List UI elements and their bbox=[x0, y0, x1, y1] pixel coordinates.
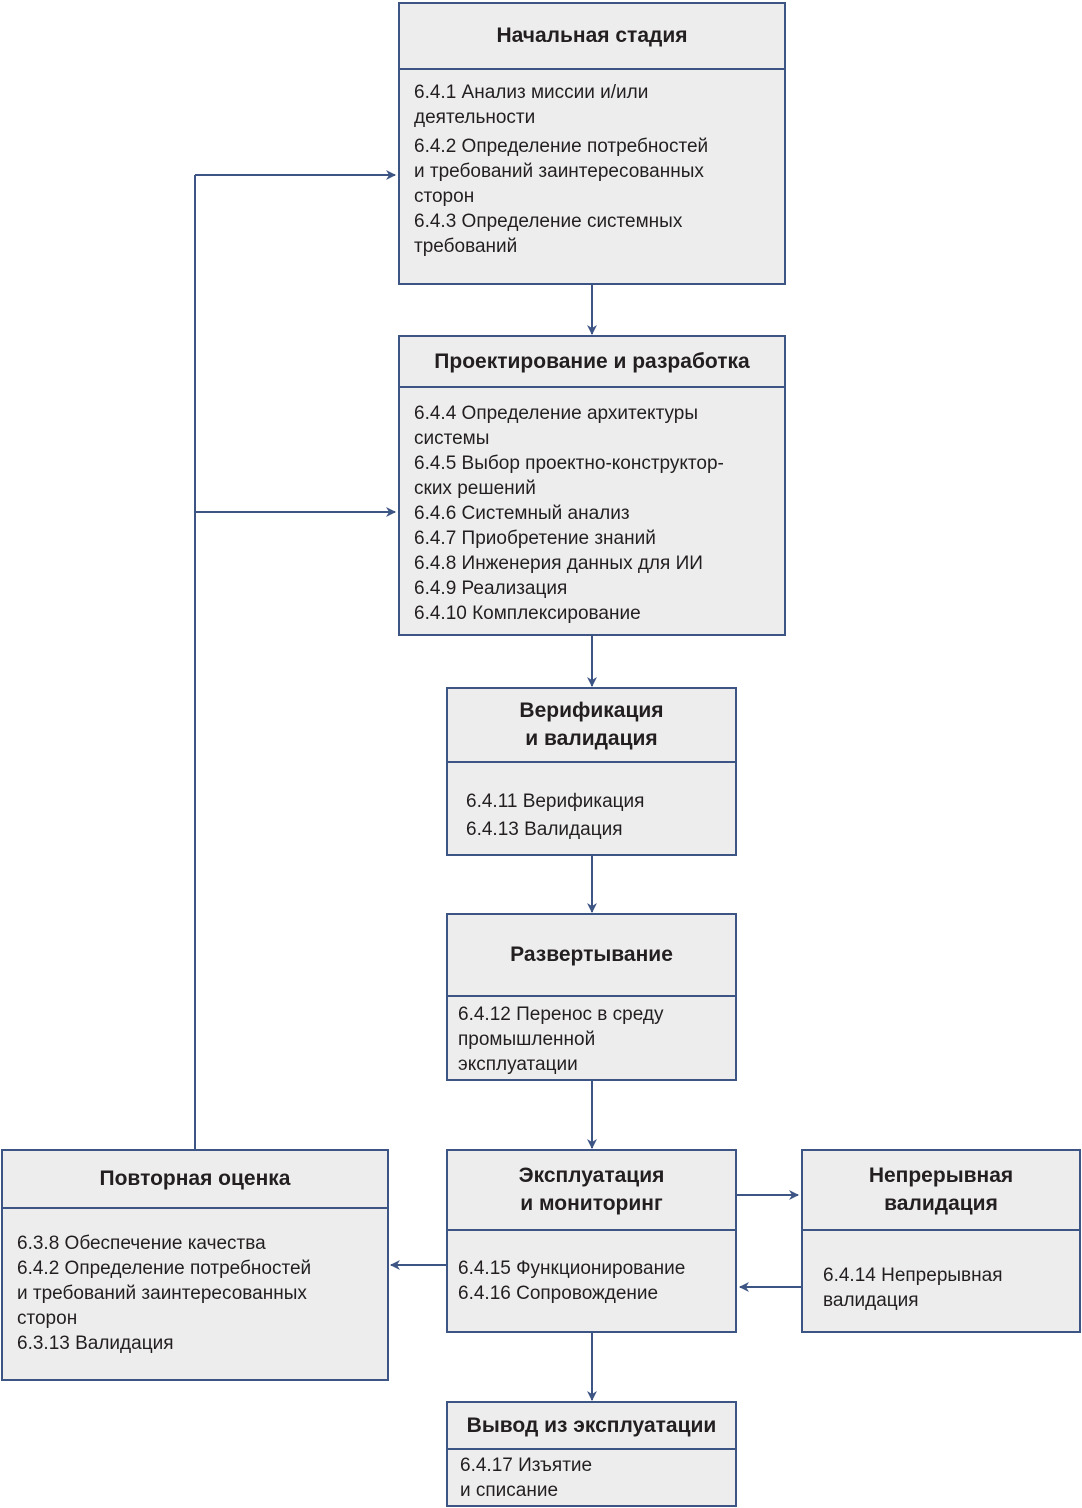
stage-operation-title-line1: Эксплуатация bbox=[518, 1164, 665, 1187]
stage-deployment-header: Развертывание bbox=[448, 915, 735, 997]
list-item: 6.4.16 Сопровождение bbox=[458, 1283, 659, 1304]
list-item: требований bbox=[414, 236, 518, 257]
stage-retirement-body: 6.4.17 Изъятие и списание bbox=[448, 1453, 735, 1505]
stage-continuous-validation-header: Непрерывная валидация bbox=[803, 1151, 1079, 1231]
list-item: 6.4.4 Определение архитектуры bbox=[414, 403, 698, 424]
list-item: 6.4.9 Реализация bbox=[414, 578, 568, 599]
stage-initial-body: 6.4.1 Анализ миссии и/или деятельности 6… bbox=[400, 80, 784, 283]
stage-operation-body: 6.4.15 Функционирование 6.4.16 Сопровожд… bbox=[448, 1256, 735, 1331]
stage-retirement-header: Вывод из эксплуатации bbox=[448, 1403, 735, 1450]
list-item: деятельности bbox=[414, 107, 536, 128]
list-item: 6.4.15 Функционирование bbox=[458, 1258, 686, 1279]
stage-continuous-validation: Непрерывная валидация 6.4.14 Непрерывная… bbox=[801, 1149, 1081, 1333]
list-item: сторон bbox=[17, 1308, 78, 1329]
stage-verification-body: 6.4.11 Верификация 6.4.13 Валидация bbox=[448, 788, 735, 854]
stage-verification: Верификация и валидация 6.4.11 Верификац… bbox=[446, 687, 737, 856]
stage-verification-title-line1: Верификация bbox=[519, 699, 664, 722]
stage-operation-title-line2: и мониторинг bbox=[520, 1192, 663, 1215]
list-item: и требований заинтересованных bbox=[17, 1283, 307, 1304]
stage-reassessment-title: Повторная оценка bbox=[99, 1167, 291, 1190]
list-item: промышленной bbox=[458, 1029, 596, 1050]
stage-operation: Эксплуатация и мониторинг 6.4.15 Функцио… bbox=[446, 1149, 737, 1333]
list-item: 6.4.17 Изъятие bbox=[460, 1455, 593, 1476]
list-item: сторон bbox=[414, 186, 475, 207]
list-item: 6.3.8 Обеспечение качества bbox=[17, 1233, 266, 1254]
stage-reassessment-body: 6.3.8 Обеспечение качества 6.4.2 Определ… bbox=[3, 1231, 387, 1379]
list-item: и требований заинтересованных bbox=[414, 161, 704, 182]
stage-initial-title: Начальная стадия bbox=[496, 24, 688, 47]
stage-deployment: Развертывание 6.4.12 Перенос в среду про… bbox=[446, 913, 737, 1081]
stage-reassessment-header: Повторная оценка bbox=[3, 1151, 387, 1209]
stage-deployment-body: 6.4.12 Перенос в среду промышленной эксп… bbox=[448, 1002, 735, 1079]
stage-initial: Начальная стадия 6.4.1 Анализ миссии и/и… bbox=[398, 2, 786, 285]
stage-design-header: Проектирование и разработка bbox=[400, 337, 784, 388]
list-item: 6.4.5 Выбор проектно-конструктор- bbox=[414, 453, 724, 474]
list-item: 6.3.13 Валидация bbox=[17, 1333, 174, 1354]
stage-deployment-title: Развертывание bbox=[510, 943, 673, 966]
stage-continuous-validation-title-line1: Непрерывная bbox=[868, 1164, 1014, 1187]
list-item: ских решений bbox=[414, 478, 536, 499]
list-item: 6.4.11 Верификация bbox=[466, 791, 645, 812]
list-item: 6.4.2 Определение потребностей bbox=[414, 136, 709, 157]
list-item: системы bbox=[414, 428, 490, 449]
list-item: 6.4.7 Приобретение знаний bbox=[414, 528, 656, 549]
list-item: и списание bbox=[460, 1480, 559, 1501]
stage-operation-header: Эксплуатация и мониторинг bbox=[448, 1151, 735, 1231]
list-item: 6.4.12 Перенос в среду bbox=[458, 1004, 664, 1025]
stage-reassessment: Повторная оценка 6.3.8 Обеспечение качес… bbox=[1, 1149, 389, 1381]
list-item: 6.4.1 Анализ миссии и/или bbox=[414, 82, 649, 103]
stage-verification-header: Верификация и валидация bbox=[448, 689, 735, 763]
stage-continuous-validation-title-line2: валидация bbox=[884, 1192, 998, 1215]
list-item: 6.4.8 Инженерия данных для ИИ bbox=[414, 553, 703, 574]
stage-retirement: Вывод из эксплуатации 6.4.17 Изъятие и с… bbox=[446, 1401, 737, 1507]
list-item: 6.4.6 Системный анализ bbox=[414, 503, 630, 524]
list-item: эксплуатации bbox=[458, 1054, 578, 1075]
stage-design: Проектирование и разработка 6.4.4 Опреде… bbox=[398, 335, 786, 636]
stage-initial-header: Начальная стадия bbox=[400, 4, 784, 70]
list-item: валидация bbox=[823, 1290, 919, 1311]
stage-design-title: Проектирование и разработка bbox=[434, 349, 750, 373]
list-item: 6.4.2 Определение потребностей bbox=[17, 1258, 312, 1279]
list-item: 6.4.10 Комплексирование bbox=[414, 603, 641, 624]
stage-retirement-title: Вывод из эксплуатации bbox=[466, 1413, 717, 1437]
stage-design-body: 6.4.4 Определение архитектуры системы 6.… bbox=[400, 401, 784, 634]
list-item: 6.4.3 Определение системных bbox=[414, 211, 683, 232]
list-item: 6.4.13 Валидация bbox=[466, 819, 623, 840]
stage-verification-title-line2: и валидация bbox=[525, 727, 658, 750]
stage-continuous-validation-body: 6.4.14 Непрерывная валидация bbox=[803, 1263, 1079, 1331]
list-item: 6.4.14 Непрерывная bbox=[823, 1265, 1003, 1286]
